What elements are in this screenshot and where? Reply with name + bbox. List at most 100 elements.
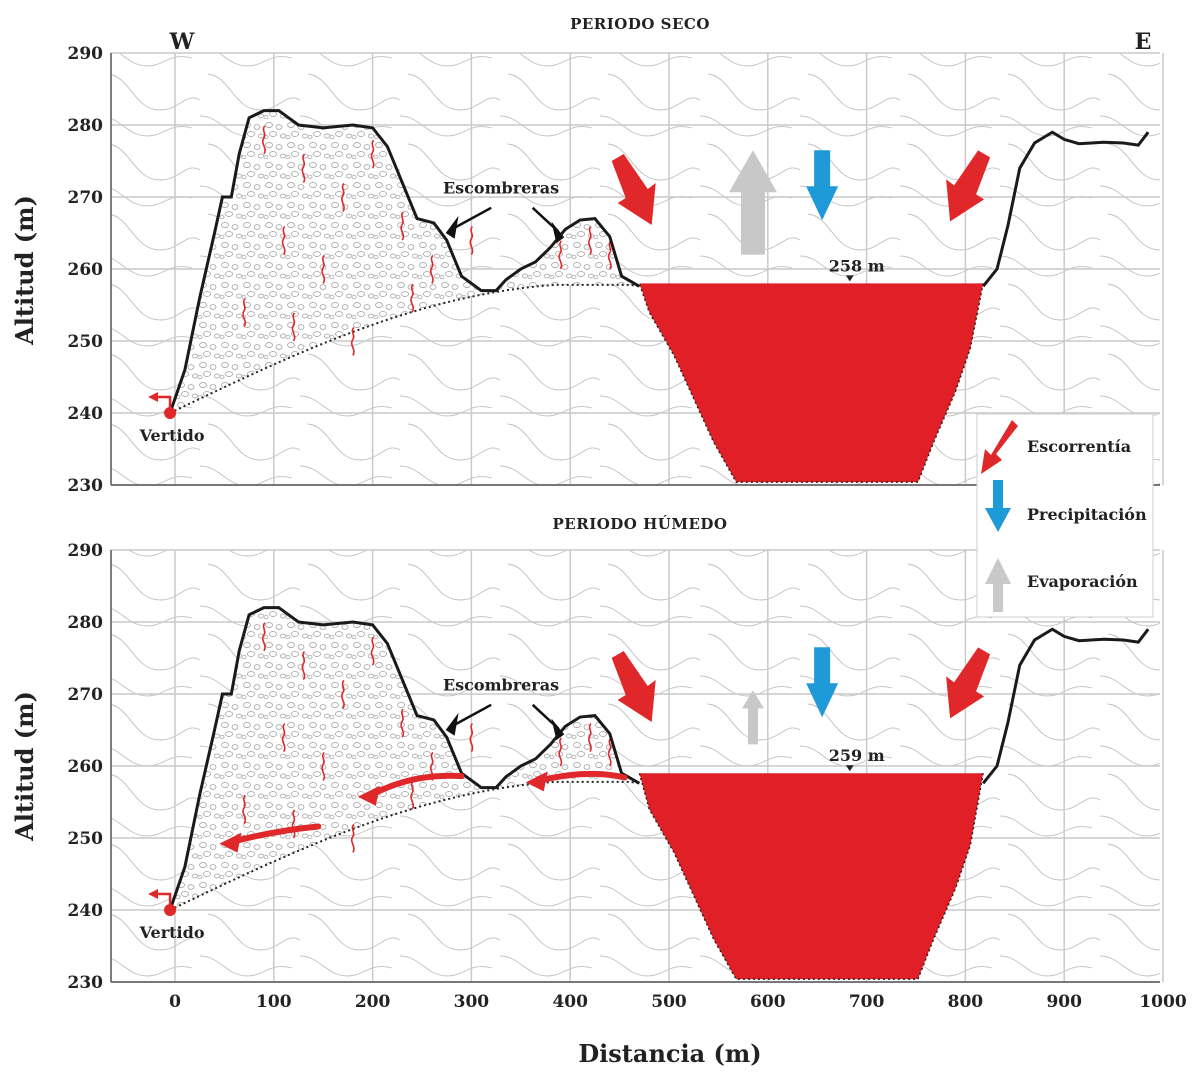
legend-item-evaporation: Evaporación — [985, 558, 1138, 612]
outfall-marker — [164, 407, 177, 419]
fissure-line — [410, 283, 415, 313]
west-label: W — [169, 29, 195, 55]
runoff-arrow-icon — [946, 647, 991, 719]
spoil-pointer-head — [551, 718, 565, 741]
fissure-line — [469, 723, 474, 753]
terrain-profile-east — [982, 130, 1150, 288]
fissure-line — [341, 182, 345, 212]
y-tick-label: 230 — [68, 973, 104, 993]
legend-item-runoff: Escorrentía — [981, 420, 1131, 474]
panel-title: PERIODO SECO — [570, 15, 710, 33]
outfall-flow-icon — [158, 892, 172, 906]
y-tick-label: 270 — [68, 188, 104, 208]
precipitation-arrow-icon — [806, 150, 839, 221]
evaporation-arrow-icon — [728, 150, 777, 255]
seepage-flow-head — [219, 832, 242, 853]
fissure-line — [400, 211, 405, 241]
precipitation-arrow-icon — [985, 480, 1011, 532]
outfall-marker — [164, 904, 177, 916]
seepage-flow-arrow — [230, 823, 322, 845]
terrain-profile-east — [982, 627, 1150, 785]
spoil-pointer-head — [445, 215, 459, 239]
fissure-line — [281, 226, 286, 256]
fissure-line — [607, 737, 612, 767]
outfall-flow-icon — [158, 395, 172, 409]
x-tick-label: 900 — [1046, 992, 1082, 1012]
legend: Escorrentía Precipitación Evaporación — [976, 413, 1154, 618]
y-tick-label: 250 — [68, 332, 104, 352]
x-tick-label: 600 — [750, 992, 786, 1012]
fissure-line — [281, 723, 286, 753]
spoil-heap-gravel — [170, 607, 640, 910]
spoil-pointer-arrow — [451, 206, 492, 231]
pit-walls — [638, 773, 984, 980]
east-label: E — [1135, 29, 1152, 55]
y-tick-label: 280 — [68, 116, 104, 136]
seepage-flow-arrow — [536, 770, 628, 784]
y-tick-label: 290 — [68, 44, 104, 64]
fissure-line — [261, 125, 266, 155]
fissure-line — [588, 723, 592, 753]
fissure-line — [410, 780, 415, 810]
spoil-label: Escombreras — [443, 178, 559, 197]
runoff-arrow-icon — [946, 150, 991, 222]
legend-label: Evaporación — [1027, 572, 1138, 591]
water-level-marker — [845, 765, 854, 772]
x-tick-label: 200 — [355, 992, 391, 1012]
fissure-line — [321, 751, 326, 781]
fissure-line — [321, 254, 326, 284]
water-level-label: 258 m — [829, 256, 885, 275]
pit-lake — [639, 773, 984, 980]
outfall-label: Vertido — [139, 426, 205, 445]
fissure-line — [370, 139, 375, 169]
fissure-line — [607, 240, 612, 270]
runoff-arrow-icon — [981, 420, 1018, 474]
x-tick-label: 1000 — [1139, 992, 1186, 1012]
fissure-line — [429, 254, 434, 284]
fissure-line — [350, 326, 355, 356]
y-tick-label: 240 — [68, 901, 104, 921]
spoil-heap-gravel — [170, 110, 640, 413]
spoil-pointer-head — [445, 712, 459, 736]
fissure-line — [370, 636, 375, 666]
terrain-profile-west — [168, 109, 641, 414]
x-tick-label: 700 — [849, 992, 885, 1012]
y-tick-label: 260 — [68, 757, 104, 777]
y-axis-title: Altitud (m) — [10, 195, 39, 346]
x-tick-label: 300 — [454, 992, 490, 1012]
y-tick-label: 280 — [68, 613, 104, 633]
y-tick-label: 270 — [68, 685, 104, 705]
fissure-line — [301, 651, 306, 681]
seepage-flow-head — [525, 771, 548, 792]
spoil-pointer-arrow — [451, 703, 492, 728]
pit-walls — [638, 283, 984, 483]
panel-title: PERIODO HÚMEDO — [553, 515, 728, 533]
spoil-pointer-head — [551, 221, 565, 244]
legend-label: Escorrentía — [1027, 437, 1131, 456]
fissure-line — [588, 226, 592, 256]
fissure-line — [341, 679, 345, 709]
fissure-line — [301, 154, 306, 184]
runoff-arrow-icon — [611, 651, 656, 722]
x-axis-title: Distancia (m) — [578, 1039, 761, 1068]
y-tick-label: 260 — [68, 260, 104, 280]
y-tick-label: 290 — [68, 541, 104, 561]
fissure-line — [291, 809, 296, 839]
fissure-line — [242, 795, 247, 825]
spoil-label: Escombreras — [443, 675, 559, 694]
water-level-label: 259 m — [829, 746, 885, 765]
fissure-line — [261, 622, 266, 652]
fissure-line — [558, 240, 563, 270]
seepage-flow-arrow — [368, 772, 465, 798]
outfall-flow-head — [148, 889, 159, 899]
fissure-line — [469, 226, 474, 256]
outfall-label: Vertido — [139, 923, 205, 942]
seepage-flow-head — [357, 785, 380, 806]
outfall-flow-head — [148, 392, 159, 402]
x-tick-label: 500 — [651, 992, 687, 1012]
legend-label: Precipitación — [1027, 505, 1147, 524]
runoff-arrow-icon — [611, 154, 656, 225]
